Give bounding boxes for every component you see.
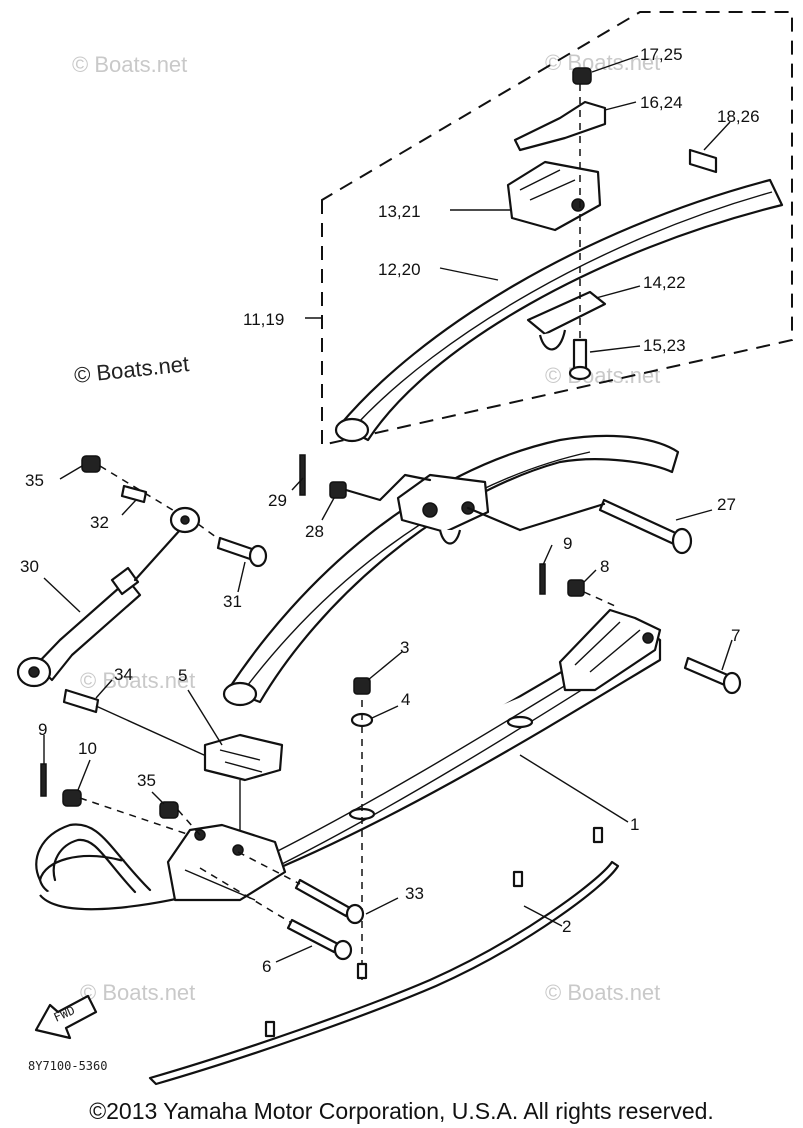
watermark: © Boats.net bbox=[545, 50, 660, 75]
bushing-10 bbox=[62, 789, 82, 807]
pin-9-upper bbox=[539, 563, 546, 595]
wear-bar bbox=[148, 826, 620, 1086]
part-label: 11,19 bbox=[243, 310, 284, 329]
copyright-notice: ©2013 Yamaha Motor Corporation, U.S.A. A… bbox=[89, 1098, 714, 1124]
spring-seat-bracket bbox=[506, 160, 602, 232]
part-label: 10 bbox=[78, 739, 97, 758]
nut-35-lower bbox=[159, 801, 179, 819]
part-label: 15,23 bbox=[643, 336, 686, 355]
watermark: © Boats.net bbox=[545, 980, 660, 1005]
part-label: 32 bbox=[90, 513, 109, 532]
part-label: 2 bbox=[562, 917, 571, 936]
part-label: 16,24 bbox=[640, 93, 683, 112]
part-label: 4 bbox=[401, 690, 410, 709]
clamp-plate bbox=[513, 67, 607, 152]
bolt-33 bbox=[237, 851, 365, 925]
cover-5 bbox=[203, 733, 284, 830]
watermark: © Boats.net bbox=[80, 668, 195, 693]
ski-rear-bracket bbox=[558, 608, 662, 692]
part-label: 3 bbox=[400, 638, 409, 657]
part-label: 7 bbox=[731, 626, 740, 645]
leaf-spring-upper bbox=[334, 148, 784, 443]
collar-32-nut-35 bbox=[81, 455, 177, 513]
watermark: © Boats.net bbox=[72, 52, 187, 77]
part-label: 28 bbox=[305, 522, 324, 541]
part-label: 35 bbox=[137, 771, 156, 790]
part-label: 31 bbox=[223, 592, 242, 611]
bolt-31 bbox=[197, 523, 268, 568]
part-label: 34 bbox=[114, 665, 133, 684]
watermark: © Boats.net bbox=[545, 363, 660, 388]
bolt-29-nut-28 bbox=[299, 454, 432, 502]
part-label: 5 bbox=[178, 666, 187, 685]
part-label: 35 bbox=[25, 471, 44, 490]
diagram-code: 8Y7100-5360 bbox=[28, 1059, 107, 1073]
part-label: 33 bbox=[405, 884, 424, 903]
part-label: 6 bbox=[262, 957, 271, 976]
bolt-6 bbox=[199, 867, 353, 961]
bolt-7 bbox=[683, 656, 742, 695]
part-label: 8 bbox=[600, 557, 609, 576]
bolt-15-23 bbox=[568, 338, 592, 381]
nut-3 bbox=[353, 677, 371, 695]
collar-34 bbox=[62, 688, 216, 761]
leader-lines bbox=[43, 55, 733, 963]
part-label: 18,26 bbox=[717, 107, 760, 126]
part-label: 9 bbox=[563, 534, 572, 553]
assembly-boundary bbox=[321, 11, 793, 447]
pin-9-lower bbox=[40, 763, 47, 797]
part-labels: 17,25 16,24 18,26 13,21 12,20 14,22 11,1… bbox=[20, 45, 760, 976]
part-label: 9 bbox=[38, 720, 47, 739]
nut-8 bbox=[567, 579, 585, 597]
watermark: © Boats.net bbox=[73, 351, 190, 388]
bolt-27 bbox=[466, 498, 693, 555]
part-label: 30 bbox=[20, 557, 39, 576]
part-label: 12,20 bbox=[378, 260, 421, 279]
ski-front-bracket bbox=[166, 823, 287, 902]
part-label: 29 bbox=[268, 491, 287, 510]
main-spring-seat bbox=[396, 473, 490, 545]
watermark: © Boats.net bbox=[80, 980, 195, 1005]
part-label: 1 bbox=[630, 815, 639, 834]
forward-arrow-icon: FWD bbox=[34, 994, 98, 1040]
lower-plate bbox=[526, 290, 607, 351]
shock-absorber bbox=[16, 506, 201, 688]
part-label: 14,22 bbox=[643, 273, 686, 292]
part-label: 17,25 bbox=[640, 45, 683, 64]
part-label: 27 bbox=[717, 495, 736, 514]
part-label: 13,21 bbox=[378, 202, 421, 221]
